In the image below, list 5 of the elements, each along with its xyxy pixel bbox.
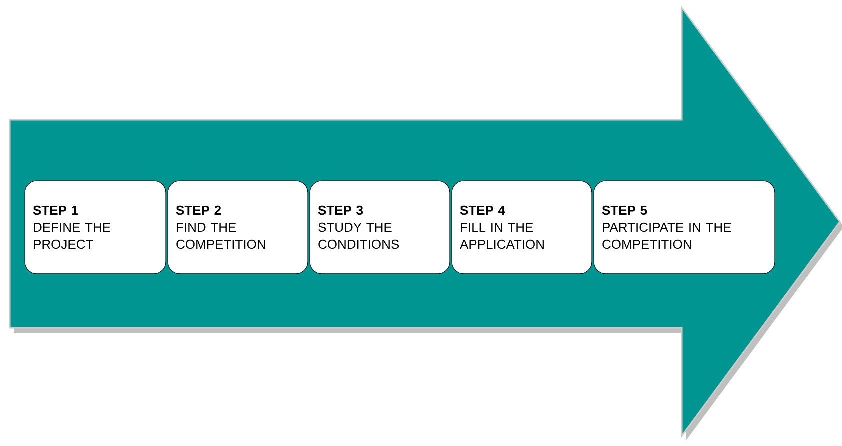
- step-box: STEP 1 DEFINE THE PROJECT: [24, 180, 166, 274]
- step-box: STEP 4 FILL IN THE APPLICATION: [452, 180, 592, 274]
- step-box: STEP 3 STUDY THE CONDITIONS: [310, 180, 450, 274]
- step-box: STEP 5 PARTICIPATE IN THE COMPETITION: [594, 180, 776, 274]
- step-box: STEP 2 FIND THE COMPETITION: [168, 180, 308, 274]
